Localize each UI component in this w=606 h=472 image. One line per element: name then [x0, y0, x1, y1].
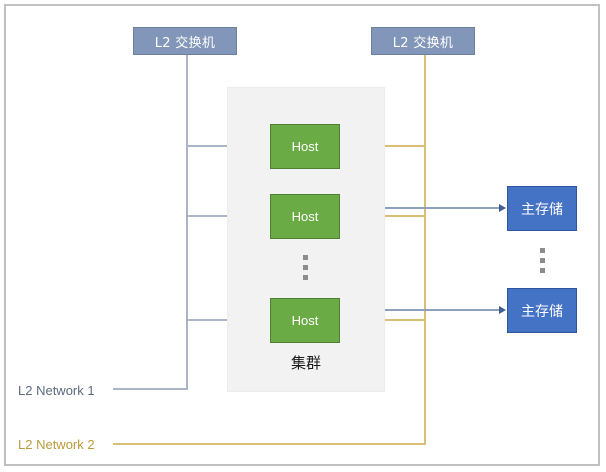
host-node-2-label: Host — [291, 209, 319, 224]
host-node-1[interactable]: Host — [270, 124, 340, 169]
network-2-label: L2 Network 2 — [18, 437, 95, 452]
storage-link-2 — [385, 309, 502, 311]
host-node-1-label: Host — [291, 139, 319, 154]
network2-trunk-vertical — [424, 55, 426, 445]
network2-label-leg — [113, 443, 426, 445]
storage-arrow-head-1 — [499, 204, 506, 212]
primary-storage-1-label: 主存储 — [521, 201, 563, 218]
network1-label-leg — [113, 388, 188, 390]
storage-arrow-head-2 — [499, 306, 506, 314]
host-node-3-label: Host — [291, 313, 319, 328]
cluster-ellipsis-icon — [302, 255, 308, 280]
l2-switch-right-label: L2 交换机 — [392, 35, 454, 51]
storage-link-1 — [385, 207, 502, 209]
primary-storage-2[interactable]: 主存储 — [507, 288, 577, 333]
network1-trunk-vertical — [186, 55, 188, 390]
l2-switch-left[interactable]: L2 交换机 — [133, 27, 237, 55]
network-1-label: L2 Network 1 — [18, 383, 95, 398]
l2-switch-left-label: L2 交换机 — [154, 35, 216, 51]
primary-storage-2-label: 主存储 — [521, 303, 563, 320]
storage-ellipsis-icon — [539, 248, 545, 273]
l2-switch-right[interactable]: L2 交换机 — [371, 27, 475, 55]
host-node-2[interactable]: Host — [270, 194, 340, 239]
cluster-label: 集群 — [290, 354, 321, 372]
primary-storage-1[interactable]: 主存储 — [507, 186, 577, 231]
host-node-3[interactable]: Host — [270, 298, 340, 343]
